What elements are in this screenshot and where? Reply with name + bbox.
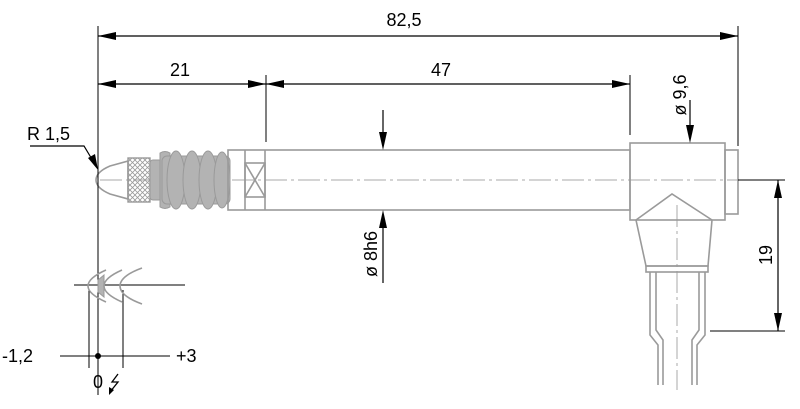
dim-overall-length: 82,5 bbox=[386, 10, 421, 30]
dim-head-diameter: ø 9,6 bbox=[670, 74, 690, 115]
dim-tip-length: 21 bbox=[170, 60, 190, 80]
stroke-max-label: +3 bbox=[176, 346, 197, 366]
stroke-min-label: -1,2 bbox=[2, 346, 33, 366]
dim-shaft-length: 47 bbox=[431, 60, 451, 80]
probe-tip bbox=[95, 159, 129, 201]
probe-body bbox=[95, 142, 785, 390]
dim-offset: 19 bbox=[756, 245, 776, 265]
bellows bbox=[149, 150, 231, 210]
knurled-section bbox=[127, 157, 151, 203]
stroke-detail bbox=[60, 267, 185, 395]
dimension-lines bbox=[30, 26, 785, 395]
zero-point bbox=[95, 353, 101, 359]
cable-outlet bbox=[635, 193, 713, 267]
dim-shaft-diameter: ø 8h6 bbox=[361, 231, 381, 277]
electrical-symbol bbox=[109, 373, 120, 393]
dim-tip-radius: R 1,5 bbox=[27, 124, 70, 144]
stroke-zero-label: 0 bbox=[93, 372, 103, 392]
